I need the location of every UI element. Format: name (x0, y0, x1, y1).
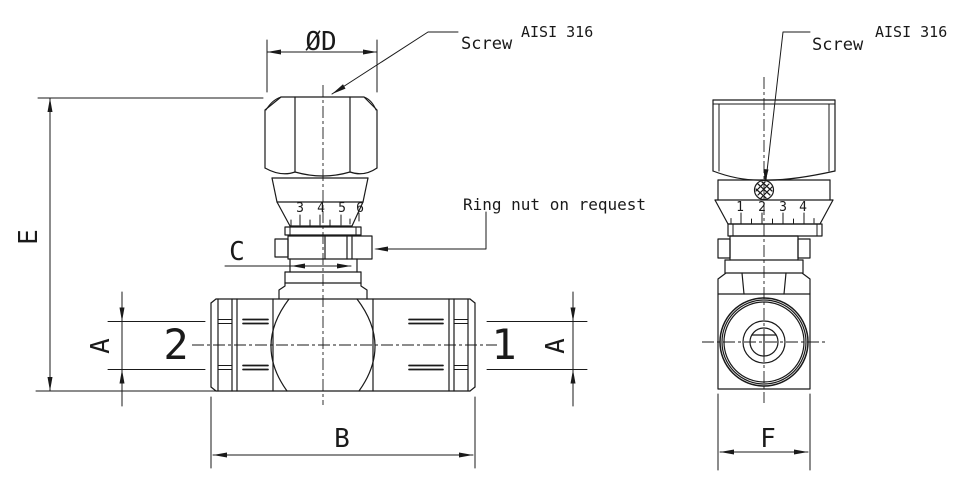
side-body (717, 293, 811, 390)
side-knob (712, 99, 836, 201)
front-body (210, 298, 476, 392)
side-view: Screw AISI 316 F 1 2 3 4 (702, 23, 947, 471)
side-screw-material: AISI 316 (875, 23, 947, 41)
side-scale-2: 2 (758, 200, 766, 215)
front-scale-5: 5 (338, 201, 346, 216)
side-scale-3: 3 (779, 200, 787, 215)
front-ring-nut (274, 226, 373, 260)
dim-label-a-right: A (541, 338, 571, 354)
front-dimension-arrowheads (47, 49, 576, 458)
side-dimension-arrowheads (720, 169, 808, 455)
front-scale-6: 6 (356, 201, 364, 216)
dim-label-e: E (14, 229, 44, 245)
dim-label-b: B (334, 424, 350, 454)
dim-label-f: F (760, 424, 776, 454)
side-screw-label: Screw (812, 35, 864, 55)
side-dimensions: Screw AISI 316 F (717, 23, 947, 471)
side-bonnet (717, 259, 811, 295)
side-scale-4: 4 (799, 200, 807, 215)
side-ring-nut (717, 223, 823, 261)
knurl-hatch (755, 181, 773, 199)
front-screw-label: Screw (461, 34, 513, 54)
dim-label-diameter: ØD (305, 27, 336, 57)
ring-nut-note: Ring nut on request (463, 195, 646, 214)
dim-label-c: C (229, 237, 245, 267)
front-scale-4: 4 (317, 201, 325, 216)
side-scale-numbers: 1 2 3 4 (736, 200, 807, 215)
port-label-1: 1 (491, 320, 516, 369)
front-scale-3: 3 (296, 201, 304, 216)
side-centerlines (702, 77, 826, 403)
dim-label-a-left: A (86, 338, 116, 354)
front-view: ØD Screw AISI 316 E C Ring nut on reques… (14, 23, 646, 469)
front-bonnet (278, 258, 368, 300)
front-knob (264, 96, 378, 203)
front-scale-numbers: 3 4 5 6 (296, 201, 364, 216)
side-scale-1: 1 (736, 200, 744, 215)
front-centerlines (192, 85, 497, 405)
port-label-2: 2 (163, 320, 188, 369)
side-graduated-scale (714, 199, 834, 225)
front-screw-material: AISI 316 (521, 23, 593, 41)
front-graduated-scale (276, 201, 364, 227)
front-dimensions: ØD Screw AISI 316 E C Ring nut on reques… (14, 23, 646, 469)
